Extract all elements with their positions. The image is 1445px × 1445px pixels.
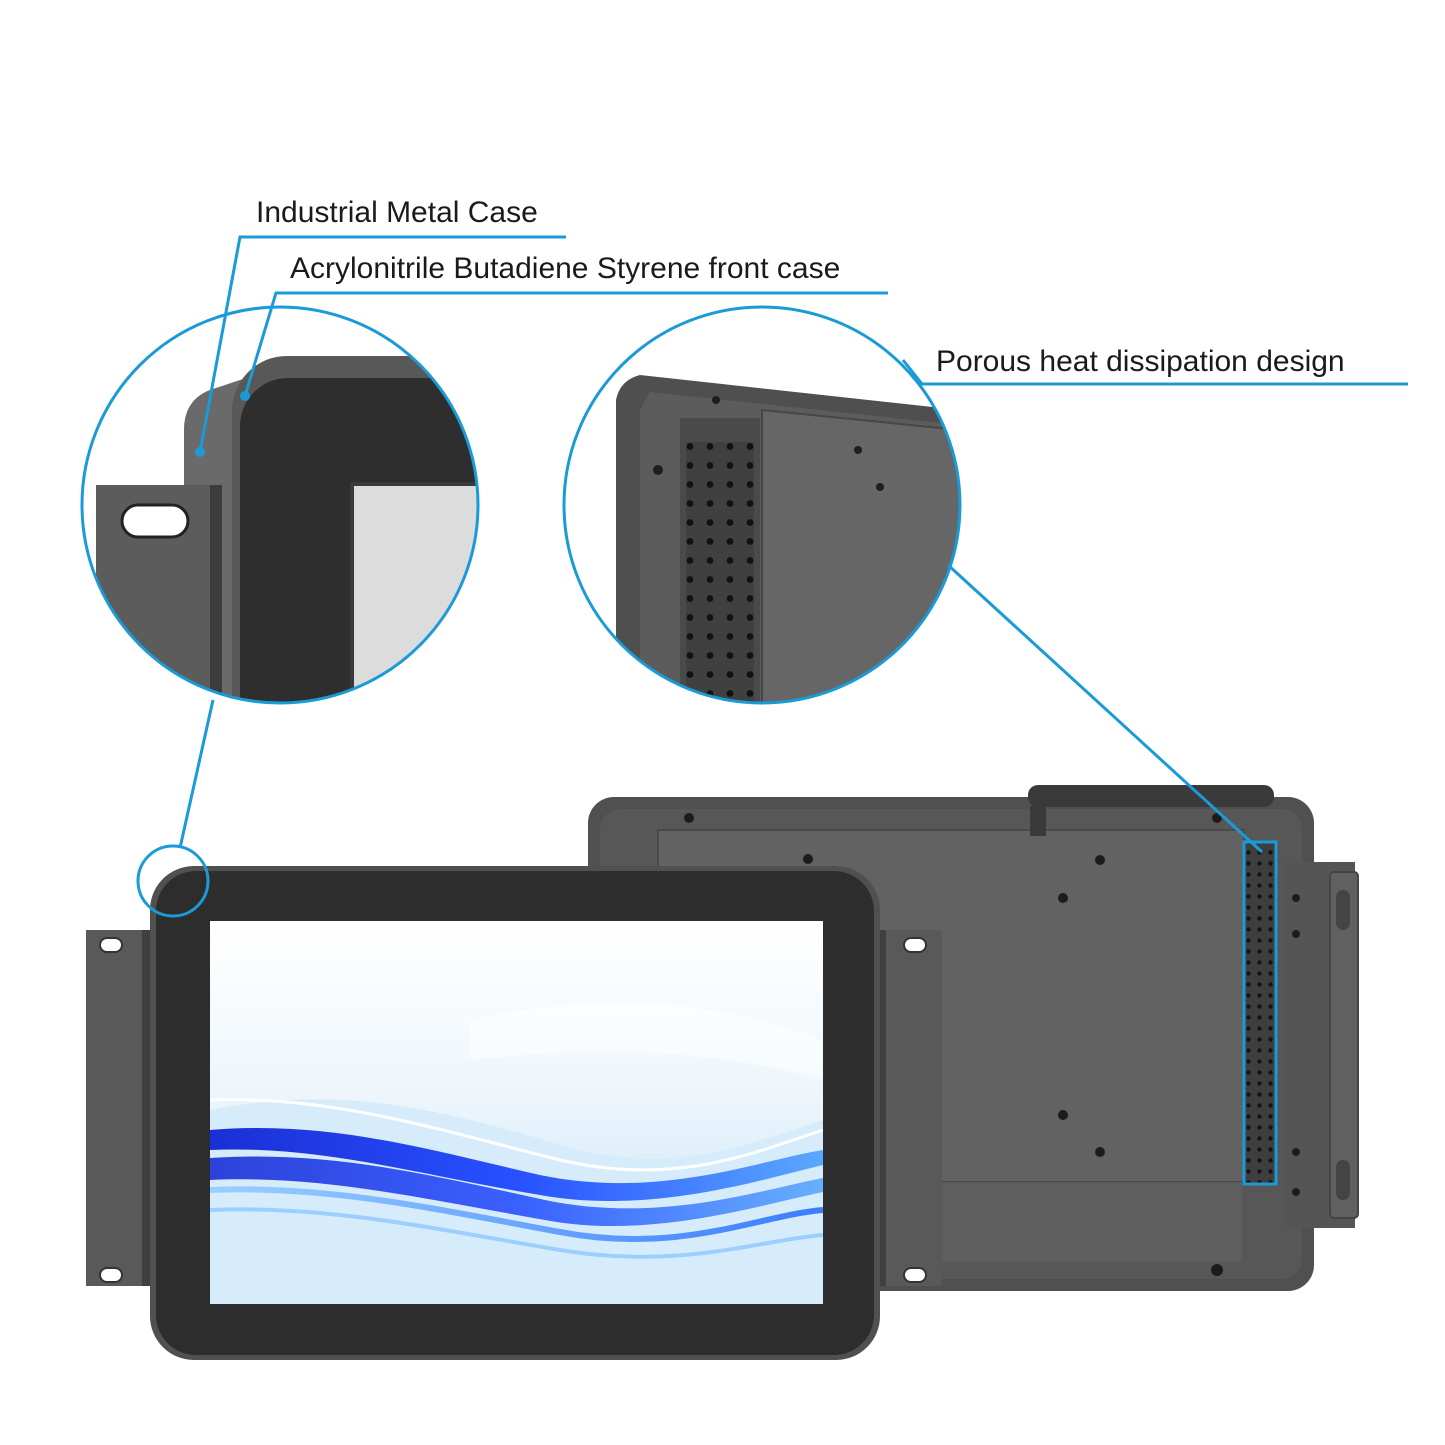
leader-corner-to-zoom	[178, 699, 215, 849]
left-bracket	[86, 930, 152, 1286]
corner-zoom-circle	[80, 305, 480, 705]
callout-industrial-metal-case: Industrial Metal Case	[256, 196, 538, 229]
leader-abs-front	[243, 291, 888, 397]
leader-porous	[901, 359, 1408, 386]
pointer-dot-metal	[195, 447, 205, 457]
antenna	[1028, 785, 1274, 807]
leader-lines	[178, 235, 1408, 854]
screen	[210, 921, 823, 1304]
heat-vent-strip	[1242, 840, 1278, 1186]
callout-porous-heat-dissipation: Porous heat dissipation design	[936, 345, 1345, 378]
front-right-bracket	[876, 930, 942, 1286]
vent-zoom-circle	[562, 305, 962, 705]
pointer-dot-abs	[240, 391, 250, 401]
mounting-holes	[684, 813, 1223, 1276]
callout-abs-front-case: Acrylonitrile Butadiene Styrene front ca…	[290, 252, 841, 285]
leader-vent-to-back	[946, 563, 1264, 854]
leader-metal-case	[198, 235, 566, 453]
corner-highlight-circle	[136, 844, 210, 918]
front-view-monitor	[86, 866, 942, 1360]
